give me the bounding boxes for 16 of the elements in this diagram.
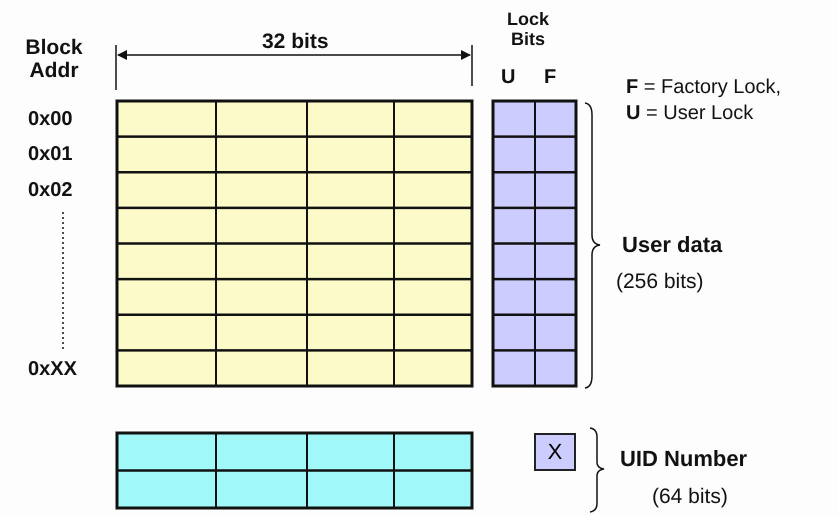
diagram-label: 0x02: [28, 179, 72, 201]
diagram-label: UID Number: [620, 447, 748, 472]
diagram-label: User data: [622, 233, 722, 258]
diagram-label: Lock Bits: [506, 10, 550, 50]
diagram-label: F: [544, 66, 556, 88]
diagram-label: F = Factory Lock,: [626, 76, 782, 98]
diagram-label: (256 bits): [616, 270, 704, 294]
diagram-label: U = User Lock: [626, 102, 754, 124]
diagram-label: Block Addr: [24, 36, 84, 82]
diagram-label: U: [501, 66, 516, 88]
diagram-label: 32 bits: [262, 30, 329, 54]
diagram-label: (64 bits): [652, 485, 728, 508]
diagram-label: 0xXX: [28, 358, 77, 380]
diagram-label: 0x01: [28, 143, 72, 165]
lock-bit-box: X: [534, 433, 576, 471]
diagram-label: 0x00: [28, 108, 72, 130]
